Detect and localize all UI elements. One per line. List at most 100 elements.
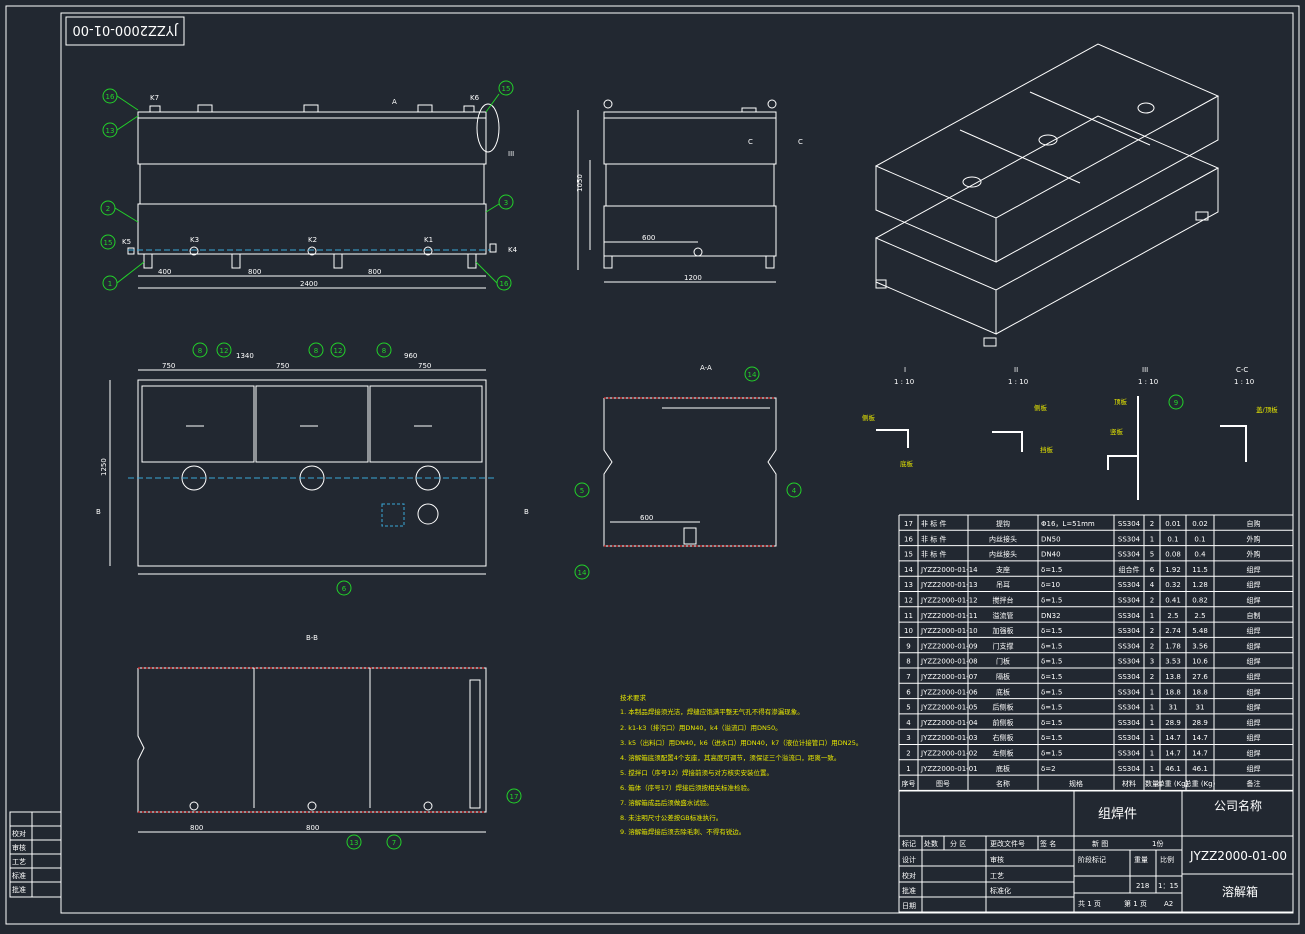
svg-text:8: 8: [198, 347, 202, 355]
bom-cell: 3.53: [1165, 658, 1181, 666]
svg-text:15: 15: [104, 239, 113, 247]
bom-cell: 3.56: [1192, 642, 1208, 650]
bom-cell: 前侧板: [993, 718, 1014, 727]
bom-cell: 28.9: [1192, 719, 1208, 727]
bom-cell: 5: [906, 704, 910, 712]
svg-text:工艺: 工艺: [990, 872, 1004, 880]
stamp-cell: 工艺: [12, 858, 26, 866]
bom-cell: 组焊: [1247, 718, 1261, 727]
stamp-cell: 标准: [12, 871, 26, 880]
side-view: 600 1200 C C: [603, 99, 803, 283]
svg-text:1: 1: [108, 280, 112, 288]
bom-cell: 0.41: [1165, 597, 1181, 605]
bom-cell: 1: [1150, 719, 1154, 727]
bom-cell: 组焊: [1247, 749, 1261, 758]
svg-text:8: 8: [314, 347, 318, 355]
svg-text:标记: 标记: [902, 839, 916, 848]
bom-cell: 底板: [996, 764, 1010, 773]
bom-cell: 组焊: [1247, 703, 1261, 712]
svg-text:3. k5（出料口）用DN40，k6（进水口）用DN40，k: 3. k5（出料口）用DN40，k6（进水口）用DN40，k7（液位计接管口）用…: [620, 738, 862, 747]
svg-text:2. k1-k3（排污口）用DN40，k4（溢流口）用DN5: 2. k1-k3（排污口）用DN40，k4（溢流口）用DN50。: [620, 723, 782, 732]
inner-frame: [60, 12, 1294, 914]
svg-text:4: 4: [792, 487, 797, 495]
bom-cell: DN40: [1041, 551, 1061, 559]
bom-cell: 组焊: [1247, 565, 1261, 574]
bom-cell: SS304: [1118, 658, 1141, 666]
svg-text:1050: 1050: [576, 174, 584, 192]
svg-text:600: 600: [640, 514, 653, 522]
bom-cell: 组焊: [1247, 672, 1261, 681]
bom-cell: 10.6: [1192, 658, 1208, 666]
bom-cell: 吊耳: [996, 581, 1010, 589]
svg-text:新 图: 新 图: [1092, 839, 1108, 848]
bom-header: 备注: [1247, 779, 1261, 788]
bom-cell: 5.48: [1192, 627, 1208, 635]
svg-text:9: 9: [1174, 399, 1178, 407]
product-name: 溶解箱: [1222, 884, 1258, 899]
bom-cell: 8: [906, 658, 910, 666]
bom-cell: δ=1.5: [1041, 658, 1062, 666]
bom-cell: 12: [904, 597, 913, 605]
svg-text:K1: K1: [424, 236, 433, 244]
bom-cell: JYZZ2000-01-06: [920, 688, 978, 696]
bom-cell: 内丝接头: [989, 550, 1017, 559]
svg-text:7. 溶解箱成品后须做盛水试验。: 7. 溶解箱成品后须做盛水试验。: [620, 798, 713, 807]
bom-cell: 9: [906, 642, 910, 650]
svg-text:2: 2: [106, 205, 110, 213]
bom-cell: 1: [1150, 750, 1154, 758]
bom-cell: 2.5: [1194, 612, 1205, 620]
svg-text:1 : 10: 1 : 10: [894, 378, 914, 386]
svg-text:C: C: [748, 138, 753, 146]
bom-cell: 46.1: [1192, 765, 1208, 773]
detail-views: I 1 : 10 侧板 底板 II 1 : 10 侧板 挡板 III 1 : 1…: [862, 366, 1278, 500]
bom-cell: 0.1: [1194, 535, 1205, 543]
svg-text:挡板: 挡板: [1040, 445, 1054, 454]
svg-text:1340: 1340: [236, 352, 254, 360]
outer-frame: [5, 5, 1300, 925]
svg-text:13: 13: [106, 127, 115, 135]
drawing-number: JYZZ2000-01-00: [1189, 849, 1287, 863]
bom-cell: 右侧板: [993, 733, 1014, 742]
svg-text:比例: 比例: [1160, 855, 1174, 864]
bom-cell: 14.7: [1192, 734, 1208, 742]
bom-cell: 内丝接头: [989, 534, 1017, 543]
rotated-number: JYZZ2000-01-00: [72, 22, 178, 37]
front-view: 400 800 800 2400 1050 K7 K6 K5 K3 K2 K1 …: [122, 94, 591, 289]
isometric-view: [874, 43, 1220, 347]
bom-cell: 6: [1150, 566, 1155, 574]
bom-cell: SS304: [1118, 765, 1141, 773]
svg-text:800: 800: [368, 268, 381, 276]
bom-cell: 加强板: [993, 626, 1014, 635]
bom-cell: 3: [906, 734, 910, 742]
section-bb: B-B 800 800 13 7 17: [137, 634, 522, 850]
svg-text:处数: 处数: [924, 839, 938, 848]
svg-text:5. 搅拌口（序号12）焊接前须与对方核实安装位置。: 5. 搅拌口（序号12）焊接前须与对方核实安装位置。: [620, 768, 773, 777]
svg-text:800: 800: [306, 824, 319, 832]
bom-cell: 0.82: [1192, 597, 1208, 605]
bom-cell: 1: [1150, 734, 1154, 742]
bom-cell: 15: [904, 551, 913, 559]
bom-cell: 1: [1150, 765, 1154, 773]
bom-cell: 隔板: [996, 672, 1010, 681]
svg-text:400: 400: [158, 268, 171, 276]
svg-text:8. 未注明尺寸公差按GB标准执行。: 8. 未注明尺寸公差按GB标准执行。: [620, 813, 722, 822]
bom-cell: 1: [1150, 535, 1154, 543]
bom-cell: 1.92: [1165, 566, 1181, 574]
bom-header: 名称: [996, 779, 1010, 788]
bom-cell: 18.8: [1165, 688, 1181, 696]
bom-cell: SS304: [1118, 750, 1141, 758]
svg-text:14: 14: [748, 371, 757, 379]
balloons-plan: 8 12 8 12 8 6: [192, 342, 392, 596]
bom-cell: 1: [1150, 704, 1154, 712]
svg-text:750: 750: [418, 362, 431, 370]
bom-cell: JYZZ2000-01-14: [920, 566, 978, 574]
svg-text:12: 12: [220, 347, 229, 355]
svg-text:600: 600: [642, 234, 655, 242]
bom-cell: SS304: [1118, 612, 1141, 620]
bom-cell: JYZZ2000-01-02: [920, 750, 978, 758]
svg-text:16: 16: [106, 93, 115, 101]
bom-cell: SS304: [1118, 719, 1141, 727]
bom-cell: δ=1.5: [1041, 597, 1062, 605]
svg-text:14: 14: [578, 569, 587, 577]
